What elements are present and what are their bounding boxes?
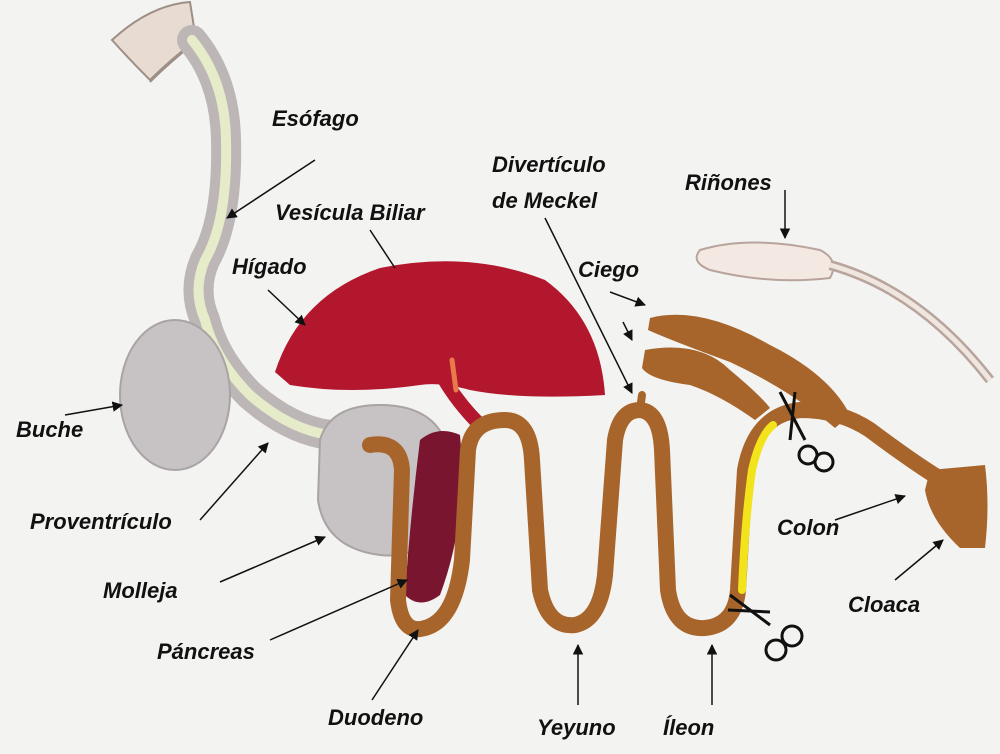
label-yeyuno: Yeyuno [537,715,616,740]
arrow-molleja [219,535,326,583]
label-pancreas: Páncreas [157,639,255,664]
arrow-diverticulo [544,217,633,394]
esophagus [177,25,345,450]
label-rinones: Riñones [685,170,772,195]
label-arrows [64,159,944,705]
scissors-icon [727,593,804,662]
arrow-higado [267,289,306,326]
label-higado: Hígado [232,254,307,279]
label-diverticulo-line2: de Meckel [492,188,598,213]
arrow-pancreas [269,578,408,641]
label-ciego: Ciego [578,257,640,282]
label-ileon: Íleon [663,715,715,740]
arrow-ciego-1 [609,291,646,307]
pancreas [405,431,462,603]
label-colon: Colon [777,515,840,540]
cecum-upper [648,314,850,428]
label-esofago: Esófago [272,106,359,131]
label-buche: Buche [16,417,84,442]
liver [275,261,605,397]
arrow-proventriculo [199,442,269,521]
arrow-buche [64,401,124,416]
label-vesicula-biliar: Vesícula Biliar [275,200,425,225]
arrow-cloaca [894,539,944,581]
arrow-ciego-2 [622,321,633,341]
gallbladder [449,357,459,393]
scissors-icon [778,391,835,473]
arrow-vesicula [369,229,396,269]
cloaca [925,465,988,548]
arrow-esofago [226,159,316,219]
crop [119,319,231,471]
cecum-lower [642,347,770,420]
label-diverticulo-line1: Divertículo [492,152,606,177]
highlighted-segment [738,421,777,594]
label-molleja: Molleja [103,578,178,603]
arrow-colon [834,494,906,521]
label-proventriculo: Proventrículo [30,509,172,534]
label-cloaca: Cloaca [848,592,921,617]
label-duodeno: Duodeno [328,705,424,730]
meckel-diverticulum [636,391,646,414]
arrow-duodeno [371,629,419,701]
kidneys [695,241,994,384]
